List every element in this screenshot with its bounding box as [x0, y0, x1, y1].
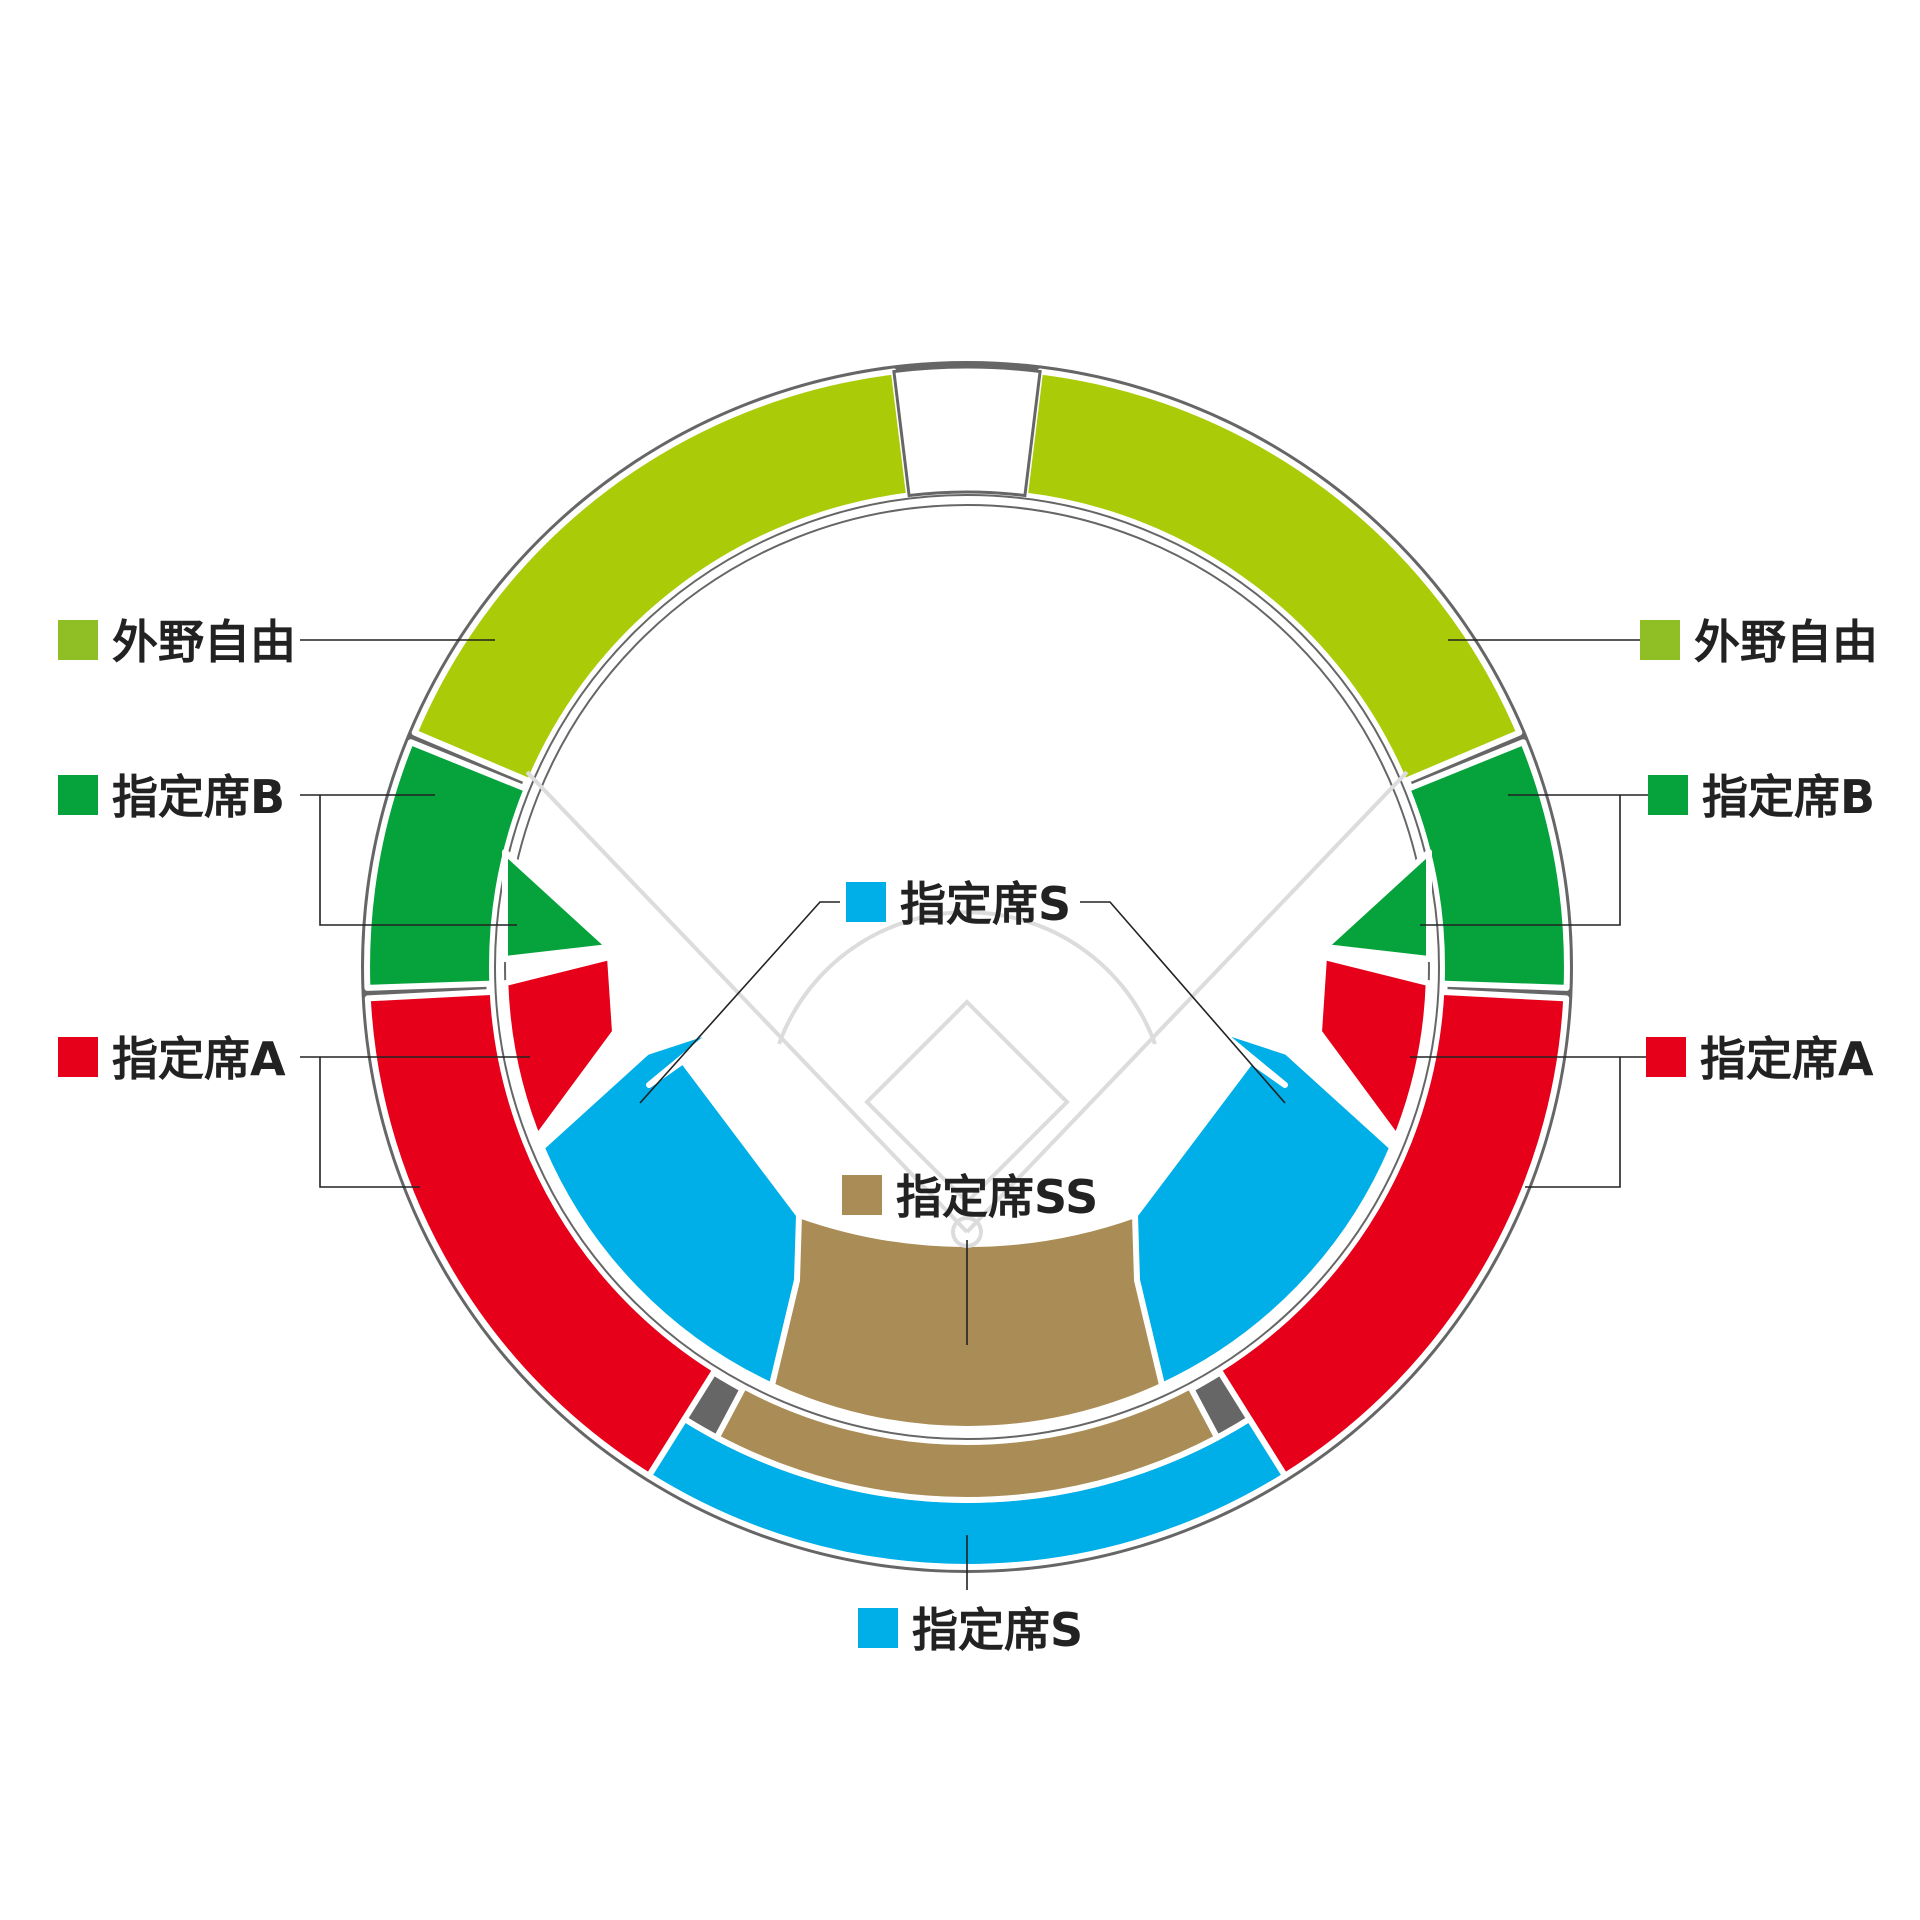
outfield-left-label: 外野自由	[112, 615, 296, 669]
section-outfield-free-right[interactable]	[1021, 368, 1523, 785]
reserved-a-left-label: 指定席A	[112, 1032, 286, 1086]
leader-reserved-s-infield-left	[639, 901, 840, 1104]
reserved-b-left-swatch	[58, 775, 98, 815]
leader-reserved-b-left-lower	[319, 795, 517, 926]
section-reserved-b-left-upper[interactable]	[364, 739, 530, 991]
leader-reserved-a-right-upper	[1525, 1057, 1621, 1188]
reserved-a-right-swatch	[1646, 1037, 1686, 1077]
section-reserved-a-right-lower[interactable]	[1316, 954, 1432, 1151]
section-reserved-a-left-lower[interactable]	[502, 954, 618, 1151]
legend-reserved-b-right: 指定席B	[1648, 770, 1875, 824]
section-reserved-s-left-lower[interactable]	[538, 1026, 802, 1389]
legend-reserved-b-left: 指定席B	[58, 770, 285, 824]
section-reserved-b-right-lower[interactable]	[1322, 849, 1432, 962]
legend-outfield-left: 外野自由	[58, 615, 296, 669]
section-outfield-center-blank	[892, 365, 1042, 498]
section-reserved-a-left-upper[interactable]	[364, 988, 719, 1479]
reserved-s-bottom-swatch	[858, 1608, 898, 1648]
reserved-ss-label: 指定席SS	[896, 1170, 1098, 1224]
reserved-a-right-label: 指定席A	[1700, 1032, 1874, 1086]
section-reserved-b-left-lower[interactable]	[502, 849, 612, 962]
reserved-b-right-swatch	[1648, 775, 1688, 815]
reserved-ss-swatch	[842, 1175, 882, 1215]
section-reserved-b-right-upper[interactable]	[1404, 739, 1570, 991]
outfield-left-swatch	[58, 620, 98, 660]
diamond	[864, 999, 1070, 1205]
legend-reserved-a-right: 指定席A	[1646, 1032, 1874, 1086]
legend-reserved-s-bottom: 指定席S	[858, 1603, 1083, 1657]
leader-reserved-s-infield-right	[1080, 901, 1286, 1104]
legend-outfield-right: 外野自由	[1640, 615, 1878, 669]
reserved-b-left-label: 指定席B	[112, 770, 285, 824]
reserved-s-infield-label: 指定席S	[900, 877, 1071, 931]
foul-line-right	[965, 770, 1409, 1234]
leader-lines	[300, 639, 1648, 1590]
foul-line-left	[525, 770, 969, 1234]
seating-sections	[361, 361, 1573, 1573]
leader-reserved-b-right-lower	[1420, 795, 1621, 926]
legend-reserved-ss: 指定席SS	[842, 1170, 1098, 1224]
legend-reserved-s-infield: 指定席S	[846, 877, 1071, 931]
section-reserved-ss-upper[interactable]	[713, 1383, 1221, 1503]
reserved-s-infield-swatch	[846, 882, 886, 922]
outfield-right-swatch	[1640, 620, 1680, 660]
reserved-a-left-swatch	[58, 1037, 98, 1077]
reserved-s-bottom-label: 指定席S	[912, 1603, 1083, 1657]
baseball-field-lines	[525, 770, 1409, 1248]
outfield-right-label: 外野自由	[1694, 615, 1878, 669]
deck-separator	[494, 494, 1440, 1440]
reserved-b-right-label: 指定席B	[1702, 770, 1875, 824]
section-reserved-s-right-lower[interactable]	[1132, 1026, 1396, 1389]
legend-reserved-a-left: 指定席A	[58, 1032, 286, 1086]
leader-reserved-a-left-upper	[319, 1057, 420, 1188]
infield-arc	[777, 910, 1157, 1045]
